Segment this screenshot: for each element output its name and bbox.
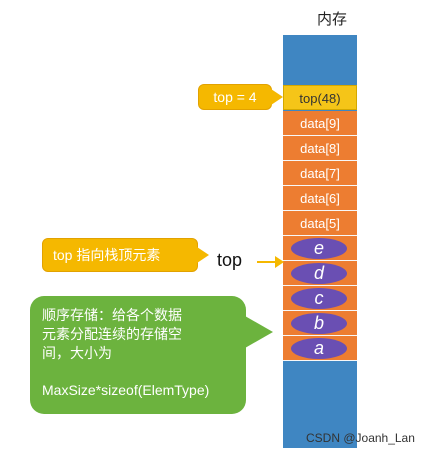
data-cell-7: data[7] [283,161,357,186]
element-cell-d: d [283,261,357,286]
element-cell-b: b [283,311,357,336]
memory-column: top(48) data[9] data[8] data[7] data[6] … [283,35,357,448]
data-cell-9: data[9] [283,111,357,136]
element-e: e [291,238,347,259]
top-pointer-arrowhead [275,256,284,268]
storage-line-1: 顺序存储：给各个数据 [42,307,182,323]
element-cell-e: e [283,236,357,261]
element-d: d [291,263,347,284]
storage-callout-arrow [245,316,273,348]
memory-title: 内存 [316,11,347,28]
top-cell: top(48) [283,85,357,110]
element-b: b [291,313,347,334]
element-a: a [291,338,347,359]
top-label: top [217,250,243,270]
storage-line-2: 元素分配连续的存储空 [42,326,182,342]
top-value-callout-arrow [271,89,283,105]
storage-callout: 顺序存储：给各个数据 元素分配连续的存储空 间，大小为 MaxSize*size… [30,296,246,414]
element-cell-c: c [283,286,357,311]
top-pointer-line [257,261,277,263]
top-value-callout: top = 4 [198,84,272,110]
top-pointer-callout: top 指向栈顶元素 [42,238,198,272]
element-cell-a: a [283,336,357,361]
data-cell-6: data[6] [283,186,357,211]
storage-line-3: 间，大小为 [42,345,112,361]
credit-text: CSDN @Joanh_Lan [306,431,415,445]
data-cell-8: data[8] [283,136,357,161]
storage-formula: MaxSize*sizeof(ElemType) [42,382,210,398]
data-cell-5: data[5] [283,211,357,236]
top-pointer-callout-arrow [197,247,209,263]
element-c: c [291,288,347,309]
